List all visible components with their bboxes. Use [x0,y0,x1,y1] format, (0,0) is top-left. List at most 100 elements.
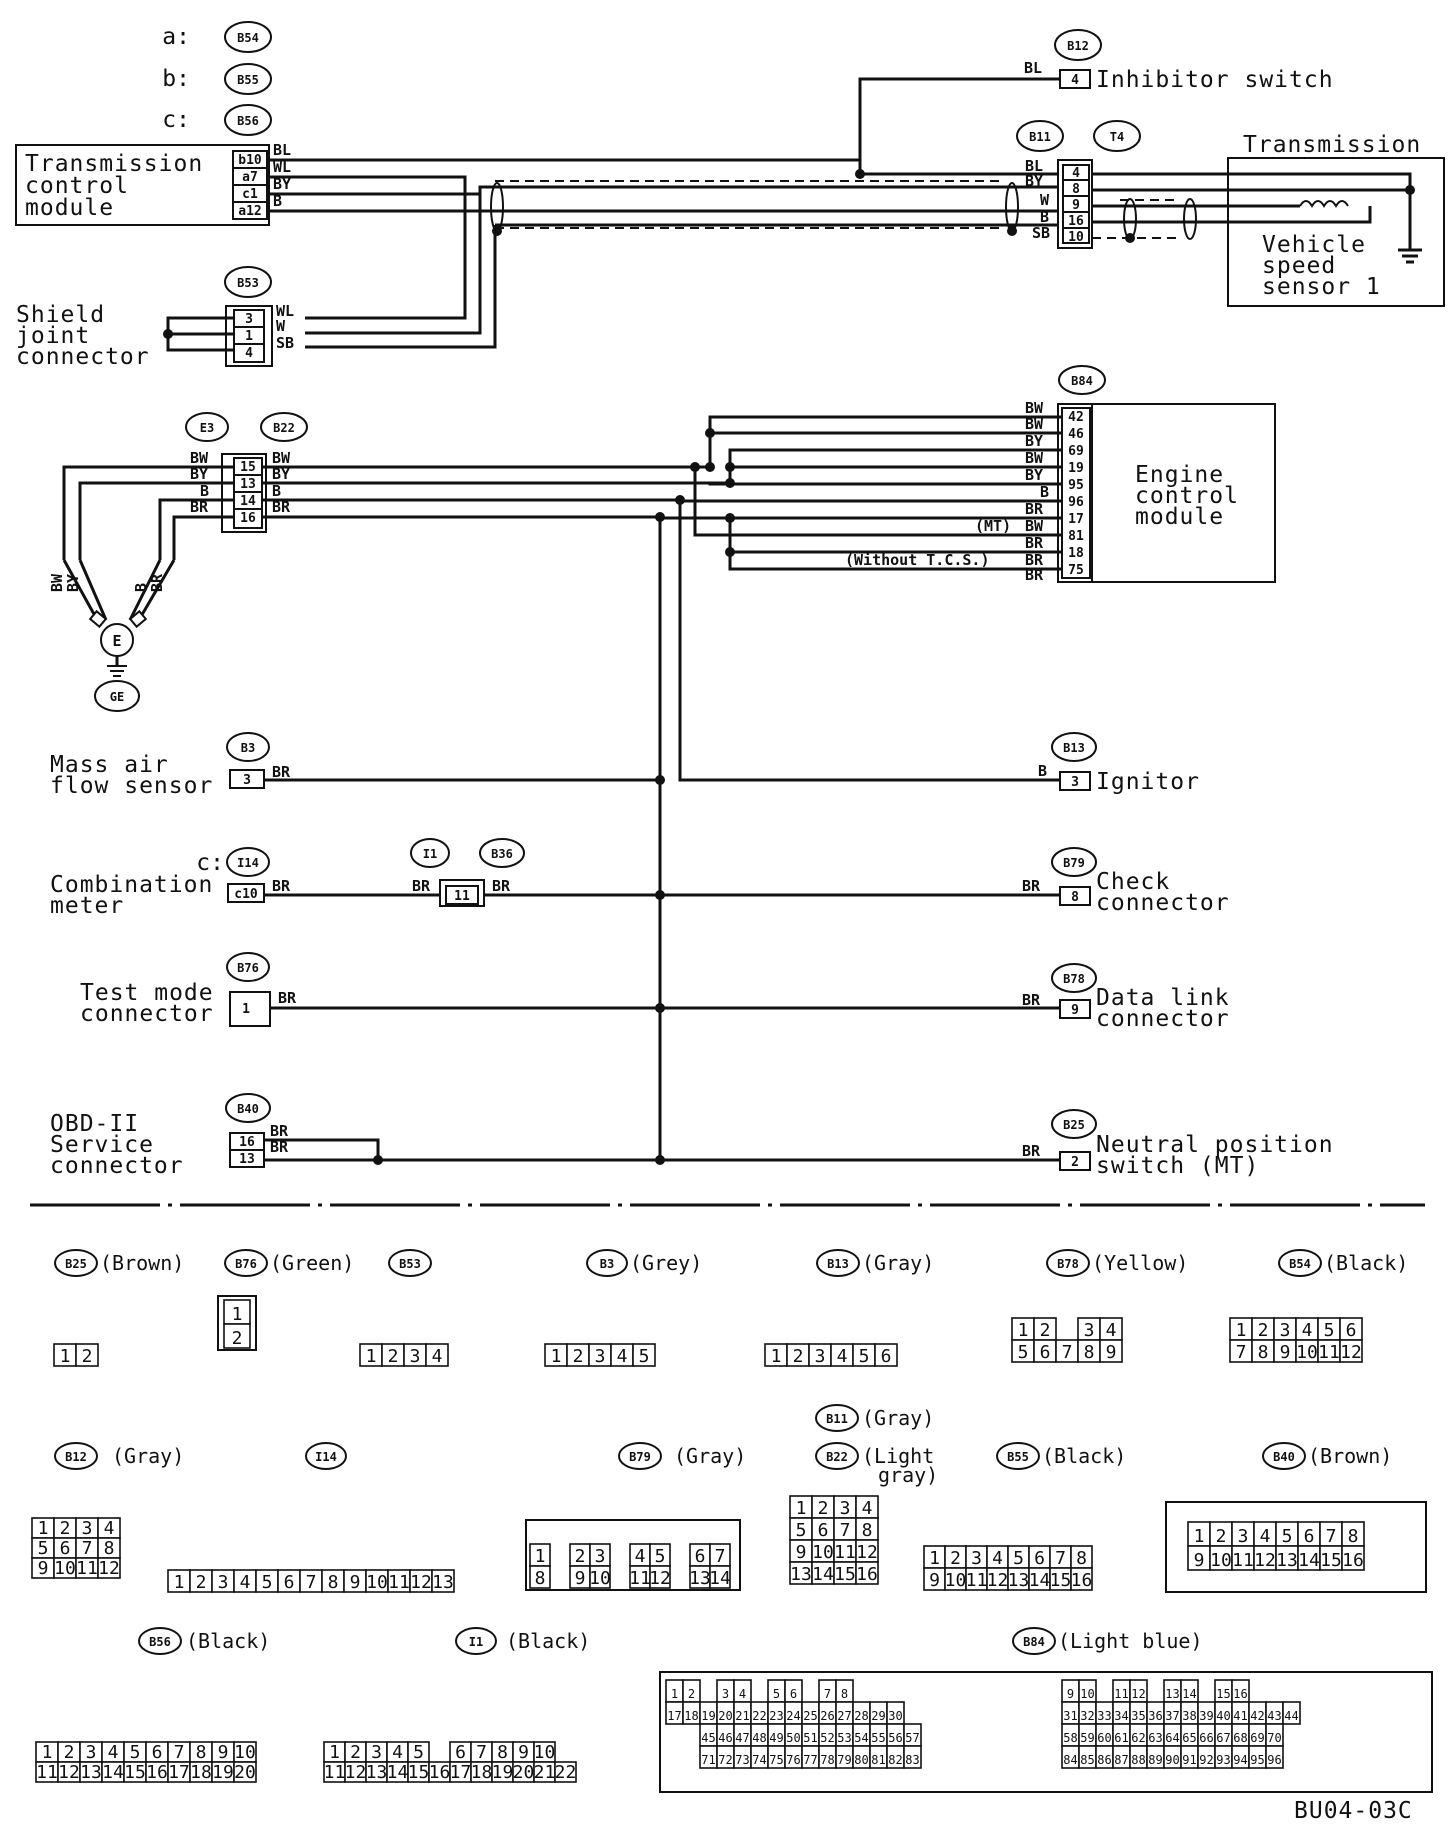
cavity-number: 8 [497,1742,508,1763]
cavity-number: 76 [786,1753,800,1767]
cavity-number: 2 [573,1346,584,1367]
cavity-number: 7 [824,1687,831,1701]
cavity-number: 19 [212,1762,234,1783]
test-label-line: connector [80,1001,214,1027]
cavity-number: 14 [102,1762,124,1783]
cavity-number: 73 [735,1753,749,1767]
connector-id: B22 [273,421,295,435]
connector-pin: 13 [240,477,256,492]
cavity-number: 32 [1080,1709,1094,1723]
connector-color: (Light blue) [1058,1629,1203,1653]
shield-label-line: joint [16,323,90,349]
cavity-number: 4 [108,1742,119,1763]
cavity-number: 10 [234,1742,256,1763]
cavity-number: 9 [1280,1342,1291,1363]
cavity-number: 4 [635,1546,646,1567]
cavity-number: 11 [834,1542,856,1563]
connector-face-legend: B25 (Brown) B76 (Green) B53 B3 (Grey) B1… [31,1249,1433,1793]
wire-color: SB [276,334,294,352]
cavity-number: 21 [534,1762,556,1783]
cavity-number: 53 [837,1731,851,1745]
wire-color: B [1038,762,1047,780]
face-label-b78: B78 (Yellow) [1046,1249,1188,1277]
cavity-number: 94 [1233,1753,1247,1767]
cavity-number: 3 [82,1518,93,1539]
connector-pin: 46 [1068,427,1084,442]
face-label-i1: I1 (Black) [455,1627,590,1655]
connector-pin: 2 [1071,1155,1079,1170]
cavity-number: 18 [190,1762,212,1783]
connector-pin: 10 [1068,230,1084,245]
ecm-label-line: module [1135,504,1224,530]
face-label-b11: B11 (Gray) [815,1404,934,1432]
cavity-number: 3 [1084,1320,1095,1341]
cavity-number: 8 [196,1742,207,1763]
cavity-number: 19 [492,1762,514,1783]
connector-pin: 13 [239,1152,255,1167]
cavity-number: 12 [98,1558,120,1579]
cavity-number: 42 [1250,1709,1264,1723]
cavity-number: 91 [1182,1753,1196,1767]
cavity-number: 52 [820,1731,834,1745]
wire-color: B [132,583,150,592]
face-label-b3: B3 (Grey) [586,1249,702,1277]
cavity-number: 2 [196,1572,207,1593]
cavity-number: 13 [366,1762,388,1783]
connector-color: (Black) [1324,1251,1408,1275]
wire-color: B [272,482,281,500]
cavity-number: 8 [1084,1342,1095,1363]
cavity-number: 10 [945,1570,967,1591]
cavity-number: 9 [218,1742,229,1763]
cavity-number: 20 [234,1762,256,1783]
cavity-number: 15 [834,1564,856,1585]
cavity-number: 25 [803,1709,817,1723]
cavity-number: 7 [476,1742,487,1763]
cavity-number: 11 [388,1572,410,1593]
cavity-number: 50 [786,1731,800,1745]
vss-label-line: speed [1262,253,1336,279]
connector-pin: 11 [454,889,470,904]
cavity-number: 1 [38,1518,49,1539]
connector-color-line2: gray) [878,1463,938,1487]
connector-color: (Yellow) [1092,1251,1188,1275]
cavity-number: 45 [701,1731,715,1745]
shield-joint-connector: B53 Shield joint connector 3 1 4 WL W SB [16,266,294,370]
face-label-b53: B53 [388,1249,432,1277]
cavity-number: 11 [1114,1687,1128,1701]
connector-id: B79 [1063,856,1085,870]
wire-color: BW [1025,399,1044,417]
cavity-number: 18 [684,1709,698,1723]
connector-id: B53 [237,276,259,290]
connector-id: B3 [600,1257,614,1271]
wire-color: BW [1025,415,1044,433]
cavity-number: 6 [695,1546,706,1567]
cavity-number: 1 [174,1572,185,1593]
cavity-number: 2 [1040,1320,1051,1341]
tcm-variant-id: B54 [237,31,259,45]
cavity-number: 7 [1055,1548,1066,1569]
cavity-number: 4 [837,1346,848,1367]
cavity-number: 16 [856,1564,878,1585]
cavity-number: 12 [649,1568,671,1589]
cavity-number: 2 [350,1742,361,1763]
connector-id: B40 [237,1102,259,1116]
cavity-number: 59 [1080,1731,1094,1745]
connector-id: B11 [826,1412,848,1426]
cavity-number: 9 [929,1570,940,1591]
cavity-number: 14 [1298,1550,1320,1571]
cavity-number: 83 [905,1753,919,1767]
cavity-number: 3 [840,1498,851,1519]
cavity-number: 18 [471,1762,493,1783]
cavity-number: 4 [1302,1320,1313,1341]
cavity-number: 8 [1348,1526,1359,1547]
wire-color: W [276,317,286,335]
cavity-number: 31 [1063,1709,1077,1723]
cavity-number: 13 [1276,1550,1298,1571]
wire-color: BR [272,498,291,516]
cavity-number: 7 [1236,1342,1247,1363]
cavity-number: 22 [752,1709,766,1723]
